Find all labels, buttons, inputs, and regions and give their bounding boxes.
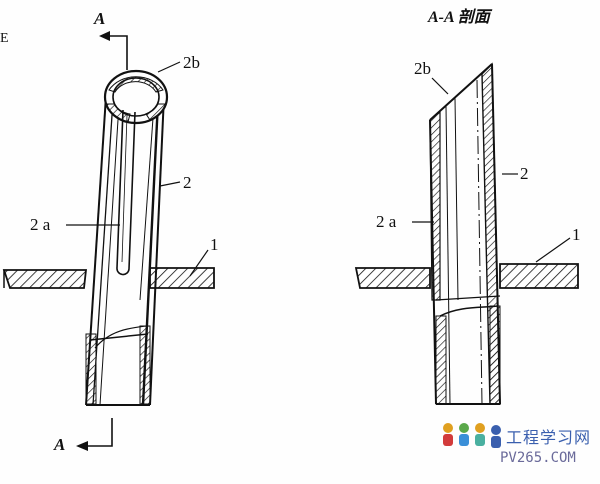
section-arrow-top xyxy=(99,31,128,70)
label-left-2b: 2b xyxy=(183,53,200,72)
leader-right-1 xyxy=(535,237,571,263)
left-tube xyxy=(85,95,165,406)
label-right-2b: 2b xyxy=(414,59,431,78)
left-plate xyxy=(2,267,215,289)
right-view xyxy=(354,62,579,405)
label-left-1: 1 xyxy=(210,235,219,254)
label-right-2: 2 xyxy=(520,164,529,183)
label-edge-mark: E xyxy=(0,31,9,46)
label-section-a-bottom: A xyxy=(54,435,66,454)
leader-left-1 xyxy=(189,249,209,277)
leader-left-2b xyxy=(157,61,181,73)
left-ring-2b xyxy=(103,69,169,125)
right-tube-section xyxy=(429,62,501,405)
left-view xyxy=(2,31,215,451)
section-title: A-A 剖面 xyxy=(428,9,490,26)
label-section-a-top: A xyxy=(94,9,106,28)
watermark-logo xyxy=(443,423,501,448)
right-plate xyxy=(354,263,579,289)
leader-right-2b xyxy=(431,77,449,95)
leader-left-2 xyxy=(159,181,181,187)
label-right-2a: 2 a xyxy=(376,212,397,231)
label-left-2: 2 xyxy=(183,173,192,192)
label-left-2a: 2 a xyxy=(30,215,51,234)
section-arrow-bottom xyxy=(76,418,113,451)
label-right-1: 1 xyxy=(572,225,581,244)
watermark-url: PV265.COM xyxy=(500,450,576,466)
left-slot-2a xyxy=(116,109,136,276)
watermark-brand: 工程学习网 xyxy=(506,428,592,447)
